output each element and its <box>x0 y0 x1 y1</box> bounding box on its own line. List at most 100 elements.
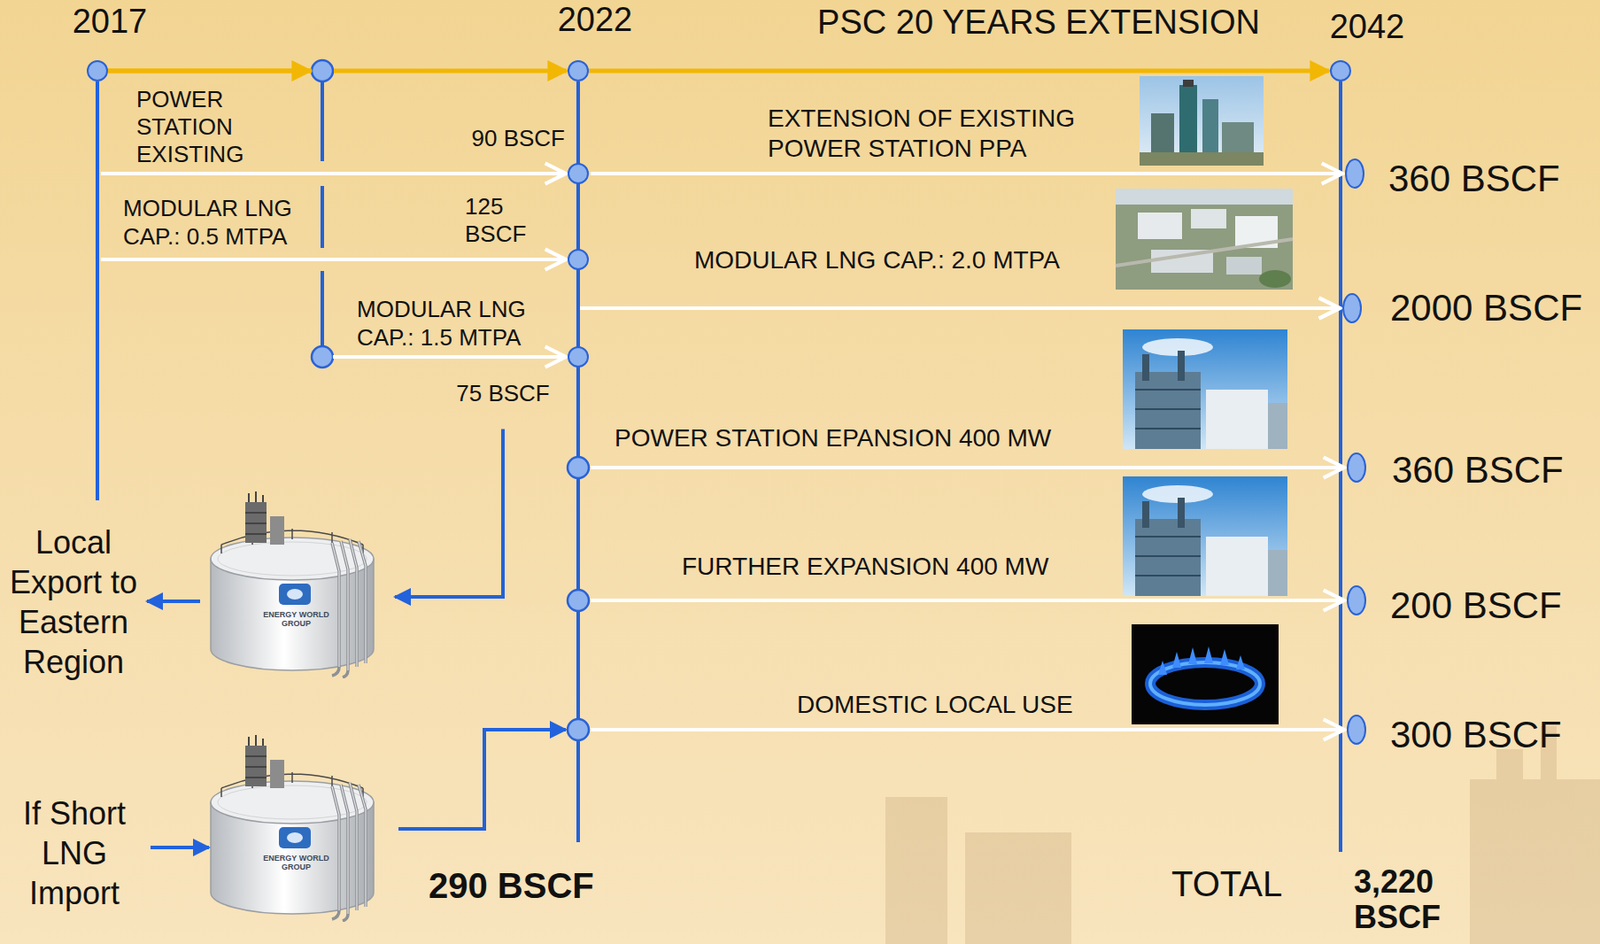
timeline-point: 2042 <box>1329 7 1406 82</box>
connector-segment <box>108 69 312 74</box>
timeline-dot <box>567 456 589 479</box>
timeline-dot <box>1329 60 1352 82</box>
timeline-dot <box>567 589 589 611</box>
timeline-dot <box>567 346 589 368</box>
flow-label: DOMESTIC LOCAL USE <box>796 689 1074 720</box>
flow-label: POWER STATION EPANSION 400 MW <box>614 423 1052 454</box>
storage-tank: ENERGY WORLD GROUP <box>199 733 394 922</box>
photo-structure <box>1137 212 1183 240</box>
import-arrow <box>150 845 209 850</box>
gas-flame-photo <box>1131 624 1279 725</box>
flow-label: EXTENSION OF EXISTING POWER STATION PPA <box>767 103 1105 164</box>
total-label: TOTAL <box>1171 862 1283 905</box>
label-holder: MODULAR LNG CAP.: 1.5 MTPA <box>356 294 552 352</box>
logo-text: ENERGY WORLD GROUP <box>261 853 333 872</box>
timeline-point: 2000 BSCF <box>1342 285 1583 331</box>
connector-segment <box>332 355 566 359</box>
photo-trees <box>1259 270 1291 288</box>
flow-label: POWER STATION EXISTING <box>136 85 261 169</box>
timeline-dot <box>567 162 589 185</box>
label-holder: EXTENSION OF EXISTING POWER STATION PPA <box>767 103 1105 164</box>
end-marker <box>1344 158 1365 189</box>
timeline-point: 360 BSCF <box>1346 448 1564 493</box>
timeline-dot <box>567 248 589 271</box>
photo-structure <box>1182 79 1194 87</box>
lng-tank <box>210 491 374 678</box>
end-marker <box>1346 714 1367 745</box>
connector-segment <box>576 478 580 590</box>
flow-connector <box>108 70 567 72</box>
label-holder: MODULAR LNG CAP.: 2.0 MTPA <box>694 245 1060 276</box>
year-label: 2022 <box>557 0 634 41</box>
label-holder: DOMESTIC LOCAL USE <box>796 689 1074 720</box>
power-station-photo <box>1122 329 1288 449</box>
photo-structure <box>1135 518 1201 596</box>
flow-connector <box>578 270 1340 309</box>
connector-segment <box>320 81 325 162</box>
timeline-point: 200 BSCF <box>1346 583 1562 628</box>
label-holder: POWER STATION EXISTING <box>136 85 261 169</box>
timeline-dot <box>311 346 333 368</box>
connector-segment <box>108 69 311 74</box>
timeline-dot <box>86 60 109 82</box>
year-label: 2017 <box>72 1 148 43</box>
flow-connector <box>108 70 566 357</box>
volume-label: 75 BSCF <box>456 379 550 408</box>
connector-segment <box>590 727 1345 732</box>
timeline-dot <box>567 60 589 82</box>
side-note: Local Export to Eastern Region <box>2 522 145 682</box>
flow-connector <box>97 81 566 174</box>
flow-label: FURTHER EXPANSION 400 MW <box>681 551 1049 582</box>
flow-label: MODULAR LNG CAP.: 0.5 MTPA <box>123 193 318 251</box>
volume-label: 360 BSCF <box>1391 448 1564 493</box>
connector-segment <box>100 171 566 176</box>
photo-stack <box>1142 354 1150 381</box>
flow-connector <box>590 172 1343 174</box>
label-holder: If Short LNG Import <box>12 793 137 913</box>
connector-segment <box>398 729 566 829</box>
total-label: 3,220 BSCF <box>1353 864 1469 936</box>
flame-tips <box>1158 646 1245 675</box>
timeline-rail <box>95 81 100 501</box>
timeline-point: 2022 <box>557 0 634 82</box>
photo-road <box>1115 239 1293 266</box>
flow-label: MODULAR LNG CAP.: 2.0 MTPA <box>694 245 1060 276</box>
export-arrow <box>146 599 201 603</box>
faint-building <box>1469 779 1600 944</box>
photo-structure <box>1190 208 1227 229</box>
photo-structure <box>1179 85 1198 158</box>
connector-segment <box>588 69 1330 74</box>
timeline-dot <box>311 60 333 82</box>
end-marker <box>1346 585 1367 616</box>
label-holder: FURTHER EXPANSION 400 MW <box>681 551 1049 582</box>
photo-sky <box>1139 76 1264 166</box>
flow-connector <box>97 81 566 260</box>
photo-detail <box>1135 389 1201 429</box>
volume-label: 2000 BSCF <box>1390 285 1583 331</box>
connector-segment <box>333 69 567 74</box>
flow-connector <box>588 70 1330 72</box>
flow-connector <box>578 308 1340 347</box>
photo-structure <box>1226 256 1262 275</box>
photo-structure <box>1151 113 1175 158</box>
connector-segment <box>394 429 503 597</box>
timeline-point: 2017 <box>72 1 148 82</box>
timeline-dot <box>567 718 589 741</box>
photo-structure <box>1205 536 1268 596</box>
photo-stack <box>1177 350 1185 381</box>
end-marker <box>1342 293 1362 324</box>
period-label: PSC 20 YEARS EXTENSION <box>817 2 1260 44</box>
connector-segment <box>320 185 325 248</box>
photo-ground <box>1139 152 1264 166</box>
flow-connector <box>394 429 503 597</box>
photo-detail <box>1135 536 1201 576</box>
connector-segment <box>590 598 1345 603</box>
photo-sky <box>1122 329 1288 449</box>
label-holder: Local Export to Eastern Region <box>2 522 145 682</box>
side-note: If Short LNG Import <box>12 793 137 913</box>
photo-ground <box>1115 188 1293 290</box>
connector-segment <box>95 81 100 260</box>
connector-segment <box>100 257 566 262</box>
photo-structure <box>1267 549 1288 596</box>
label-holder: PSC 20 YEARS EXTENSION <box>817 2 1260 44</box>
